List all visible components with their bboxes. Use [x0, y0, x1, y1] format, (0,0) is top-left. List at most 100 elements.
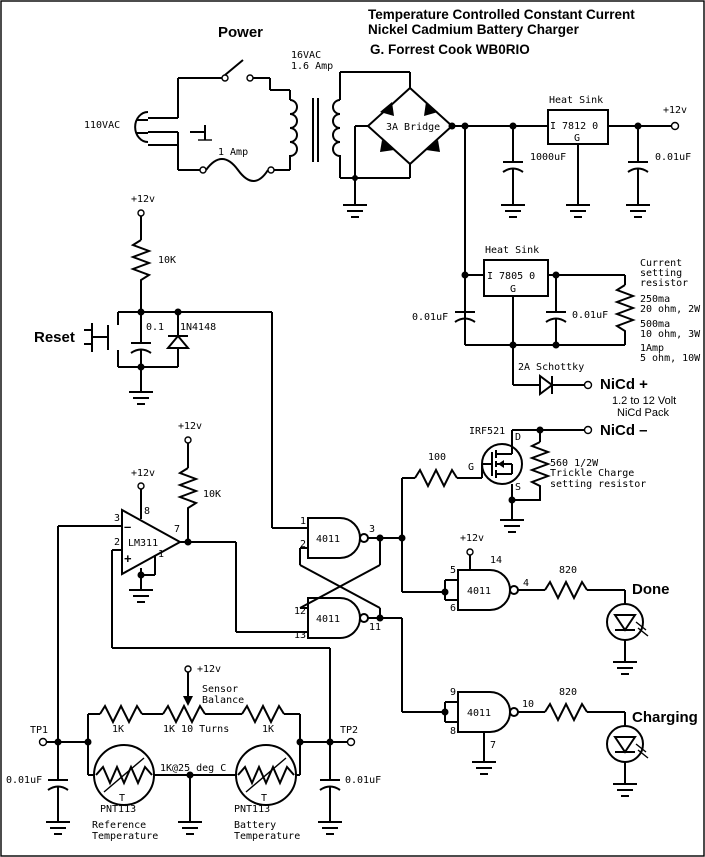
- gate-pin: 10: [522, 699, 534, 710]
- comparator-lm311: LM311 – + 3 2 8 7 1: [114, 506, 183, 576]
- ground-symbol: [178, 821, 202, 835]
- gate-pin: 9: [450, 687, 456, 698]
- resistor-1k-left: [99, 703, 143, 725]
- gate-pin: 1: [300, 516, 306, 527]
- ground-symbol: [566, 204, 590, 218]
- cap-01uf-label-3: 0.01uF: [572, 310, 608, 321]
- ground-symbol: [318, 821, 342, 835]
- bridge-rectifier: 3A Bridge: [352, 86, 469, 205]
- resistor-820-charging: [544, 701, 588, 723]
- lm311-pin-2: 2: [114, 537, 120, 548]
- test-point-1[interactable]: [38, 737, 48, 747]
- nand-gate-1: 4011 1 2 3: [300, 516, 375, 559]
- plus12v-label-3: +12v: [131, 468, 155, 479]
- res-10k-label-1: 10K: [158, 255, 176, 266]
- pnt-label-1: PNT113: [100, 804, 136, 815]
- lm311-pin-1: 1: [158, 549, 164, 560]
- current-setting-text: 5 ohm, 10W: [640, 353, 701, 364]
- bridge-label: 3A Bridge: [386, 122, 440, 133]
- ground-symbol: [613, 783, 637, 797]
- ground-symbol: [129, 589, 153, 603]
- gate-pin: 13: [294, 630, 306, 641]
- pnt-label-2: PNT113: [234, 804, 270, 815]
- vac-input-label: 110VAC: [84, 120, 120, 131]
- led-charging: [606, 725, 649, 763]
- cap-1000uf-label: 1000uF: [530, 152, 566, 163]
- reg5-label: I 7805 0: [487, 271, 535, 282]
- nicd-minus-label: NiCd –: [600, 422, 648, 439]
- nicd-plus-label: NiCd +: [600, 376, 648, 393]
- r100-label: 100: [428, 452, 446, 463]
- tp1-label: TP1: [30, 725, 48, 736]
- comparator-minus: –: [124, 519, 131, 534]
- lm311-pin-8: 8: [144, 506, 150, 517]
- comparator-plus: +: [124, 551, 132, 566]
- transformer: 16VAC 1.6 Amp: [289, 50, 411, 179]
- cap-01uf-label-2: 0.01uF: [412, 312, 448, 323]
- ref-label-2: Temperature: [92, 831, 158, 842]
- k25-label: 1K@25 deg C: [160, 763, 226, 774]
- power-label: Power: [218, 24, 263, 41]
- current-setting-text: 10 ohm, 3W: [640, 329, 701, 340]
- cap-01uf-label-5: 0.01uF: [345, 775, 381, 786]
- plus12v-label-2: +12v: [131, 194, 155, 205]
- reg12-ground-pin: G: [574, 133, 580, 144]
- gate-pin: 11: [369, 622, 381, 633]
- nand-gate-4: 4011 9 8 10 7: [450, 687, 534, 751]
- transformer-current: 1.6 Amp: [291, 61, 333, 72]
- test-point-2[interactable]: [346, 737, 356, 747]
- ground-symbol: [501, 204, 525, 218]
- mosfet-gate-pin: G: [468, 462, 474, 473]
- sensor-balance-pot[interactable]: [162, 703, 206, 725]
- gate-pin: 4: [523, 578, 529, 589]
- heat-sink-label-1: Heat Sink: [549, 95, 603, 106]
- sensor-label-1: Sensor: [202, 684, 238, 695]
- led-done: [606, 603, 649, 641]
- ground-symbol: [472, 761, 496, 775]
- res-10k-label-2: 10K: [203, 489, 221, 500]
- current-setting-text: 500ma: [640, 319, 670, 330]
- gate-pin: 6: [450, 603, 456, 614]
- thermistor-battery: T: [235, 744, 297, 806]
- trickle-resistor: [512, 441, 551, 501]
- gate-label: 4011: [467, 586, 491, 597]
- mosfet-label: IRF521: [469, 426, 505, 437]
- power-switch: [224, 59, 244, 76]
- r1k-label-1: 1K: [112, 724, 124, 735]
- bat-label-1: Battery: [234, 820, 276, 831]
- diode-label: 1N4148: [180, 322, 216, 333]
- plus12v-label-4: +12v: [178, 421, 202, 432]
- diode-1n4148: [165, 334, 191, 349]
- cap-01uf-label-1: 0.01uF: [655, 152, 691, 163]
- ref-label-1: Reference: [92, 820, 146, 831]
- pack-label-1: 1.2 to 12 Volt: [612, 395, 676, 407]
- resistor-820-done: [544, 579, 588, 601]
- gate-pin: 7: [490, 740, 496, 751]
- current-setting-text: 1Amp: [640, 343, 664, 354]
- ground-symbol: [343, 204, 367, 218]
- ground-symbol: [46, 821, 70, 835]
- heat-sink-label-2: Heat Sink: [485, 245, 539, 256]
- power-input-section: Power 110VAC 1 Amp: [84, 24, 291, 182]
- sensor-label-2: Balance: [202, 695, 244, 706]
- schottky-diode: [539, 374, 554, 396]
- r1k-label-2: 1K 10 Turns: [163, 724, 229, 735]
- gate-label: 4011: [316, 534, 340, 545]
- trickle-label: Trickle Charge: [550, 468, 634, 479]
- cap-01uf-label-4: 0.01uF: [6, 775, 42, 786]
- title-line-2: Nickel Cadmium Battery Charger: [368, 22, 580, 37]
- charging-label: Charging: [632, 709, 698, 726]
- thermistor-reference: T: [93, 744, 155, 806]
- mosfet-source-pin: S: [515, 482, 521, 493]
- mosfet-drain-pin: D: [515, 432, 521, 443]
- gate-label: 4011: [316, 614, 340, 625]
- thermistor-t-label: T: [119, 793, 125, 804]
- current-setting-text: Current: [640, 258, 682, 269]
- current-setting-text: resistor: [640, 278, 688, 289]
- gate-pin: 8: [450, 726, 456, 737]
- ac-plug-body: [134, 111, 149, 143]
- lm311-pin-3: 3: [114, 513, 120, 524]
- plus12v-label-5: +12v: [460, 533, 484, 544]
- ground-symbol: [613, 661, 637, 675]
